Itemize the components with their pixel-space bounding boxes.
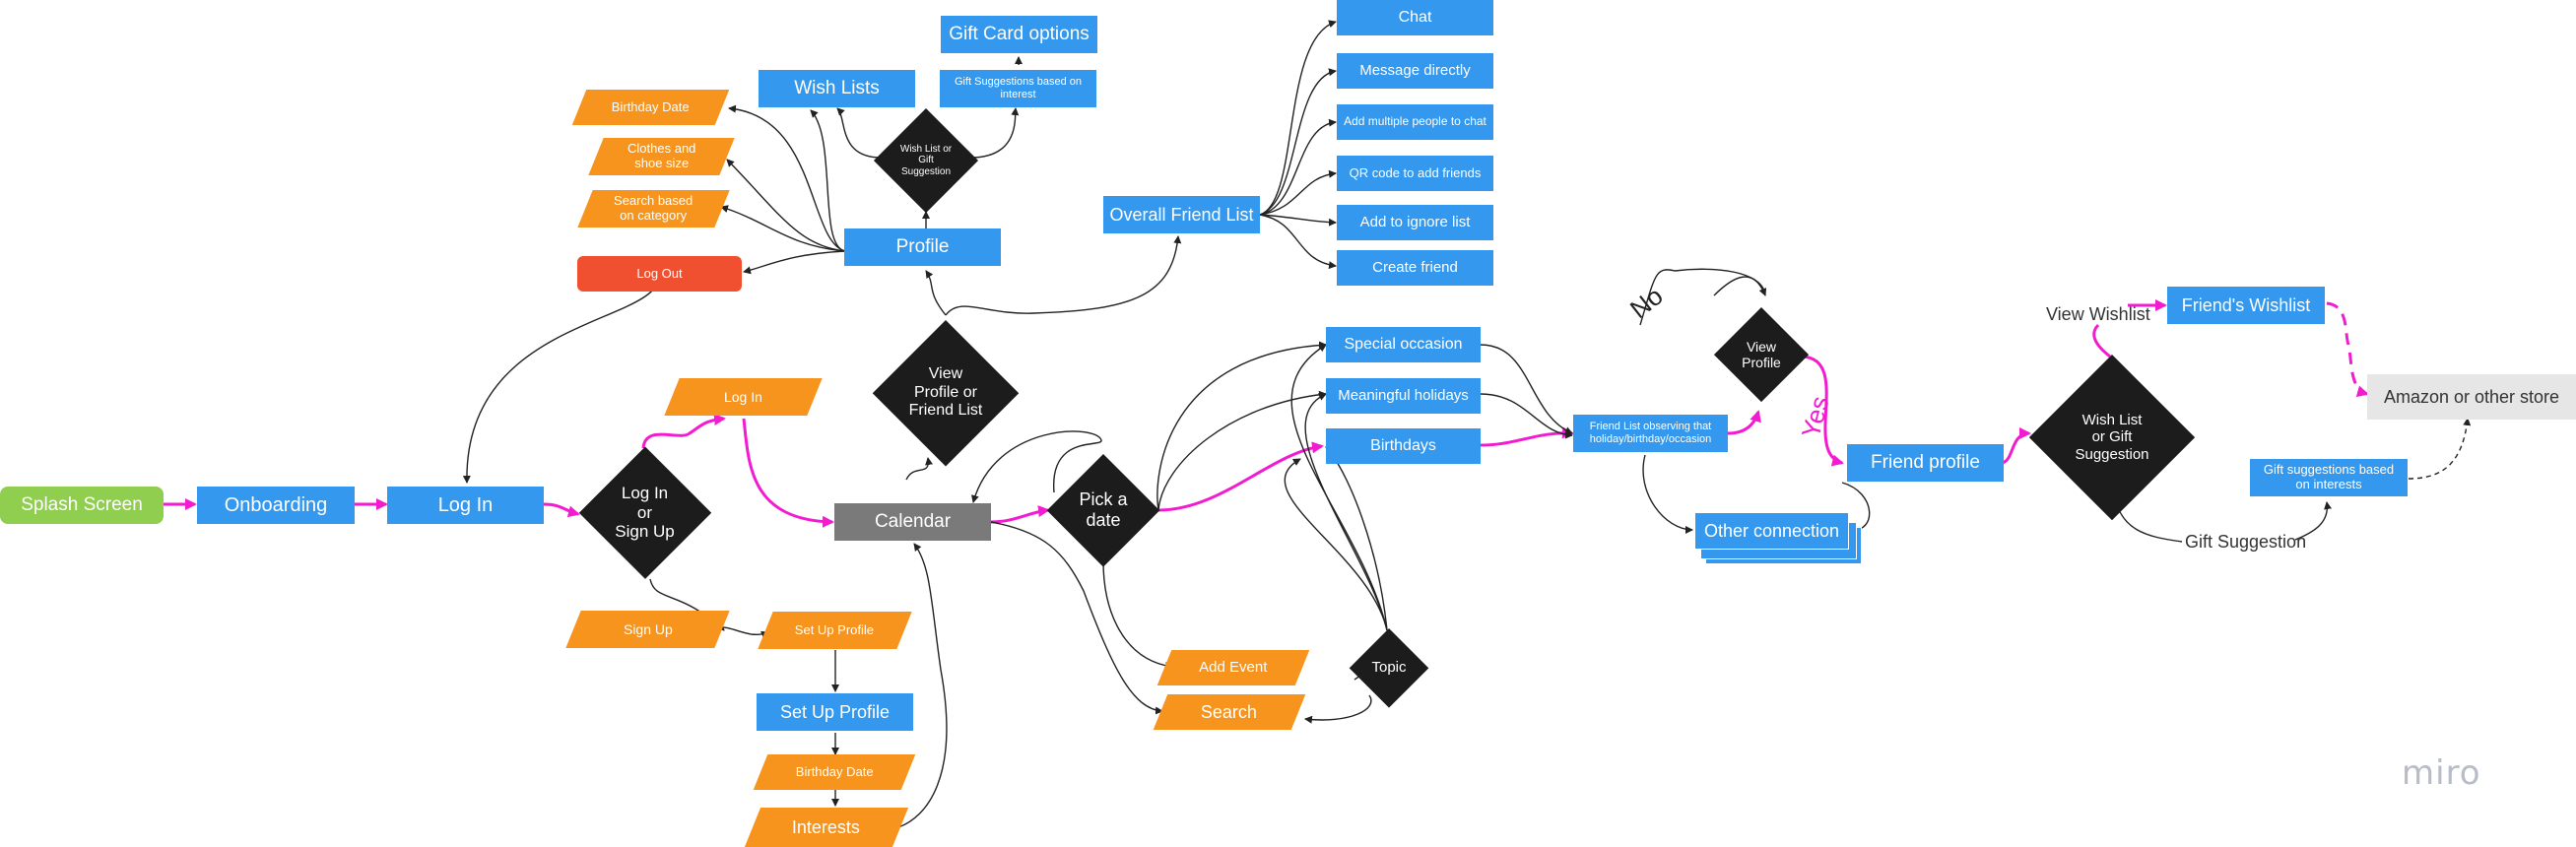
- birthdays-node[interactable]: Birthdays: [1326, 428, 1481, 464]
- meaningful-holidays-node[interactable]: Meaningful holidays: [1326, 378, 1481, 414]
- birthday-date-label-2: Birthday Date: [795, 763, 874, 779]
- login-or-signup-label: Log In or Sign Up: [615, 484, 675, 542]
- miro-logo: miro: [2402, 753, 2481, 793]
- message-directly-node[interactable]: Message directly: [1337, 53, 1493, 89]
- create-friend-node[interactable]: Create friend: [1337, 250, 1493, 286]
- edge-loginpara-calendar: [742, 418, 834, 528]
- view-wishlist-label: View Wishlist: [2046, 304, 2150, 324]
- setup-profile-node[interactable]: Set Up Profile: [757, 693, 913, 731]
- search-category-label: Search based on category: [614, 193, 694, 223]
- search-label: Search: [1201, 701, 1258, 722]
- edge-friendlist-viewprofile: [1727, 410, 1761, 435]
- topic-decision[interactable]: Topic: [1350, 628, 1428, 707]
- gift-suggestions-interests-node[interactable]: Gift suggestions based on interests: [2250, 459, 2408, 496]
- calendar-node[interactable]: Calendar: [834, 503, 991, 541]
- pick-a-date-label: Pick a date: [1079, 489, 1128, 530]
- birthday-date-node-2[interactable]: Birthday Date: [753, 754, 916, 790]
- birthday-date-label-1: Birthday Date: [612, 98, 690, 114]
- edge-birthdays-friendlist: [1480, 426, 1574, 447]
- other-connection-node[interactable]: Other connection: [1694, 512, 1849, 550]
- login-para-label: Log In: [724, 388, 762, 405]
- login-or-signup-decision[interactable]: Log In or Sign Up: [578, 446, 711, 579]
- amazon-store-node[interactable]: Amazon or other store: [2367, 374, 2576, 420]
- clothes-shoe-size-node[interactable]: Clothes and shoe size: [588, 138, 735, 175]
- friends-wishlist-node[interactable]: Friend's Wishlist: [2167, 287, 2325, 324]
- wish-list-or-gift-decision[interactable]: Wish List or Gift Suggestion: [874, 108, 978, 213]
- birthday-date-node-1[interactable]: Birthday Date: [571, 90, 730, 125]
- edge-wishdecision-viewwishlist: [2092, 323, 2111, 358]
- chat-node[interactable]: Chat: [1337, 0, 1493, 35]
- edge-login-decision: [543, 502, 580, 518]
- edge-friendswishlist-amazon: [2326, 301, 2369, 398]
- logout-node[interactable]: Log Out: [577, 256, 742, 292]
- friend-list-observing-node[interactable]: Friend List observing that holiday/birth…: [1573, 415, 1728, 452]
- view-profile-label: View Profile: [1742, 338, 1781, 370]
- login-para-node[interactable]: Log In: [664, 378, 823, 416]
- add-event-label: Add Event: [1199, 659, 1268, 677]
- friend-profile-node[interactable]: Friend profile: [1847, 444, 2004, 482]
- edge-pickdate-birthdays: [1157, 441, 1324, 512]
- wish-lists-node[interactable]: Wish Lists: [759, 70, 915, 107]
- setup-profile-para-node[interactable]: Set Up Profile: [758, 612, 912, 649]
- clothes-shoe-size-label: Clothes and shoe size: [627, 141, 696, 170]
- ignore-list-node[interactable]: Add to ignore list: [1337, 205, 1493, 240]
- onboarding-node[interactable]: Onboarding: [197, 487, 355, 524]
- setup-profile-para-label: Set Up Profile: [795, 621, 875, 637]
- edge-friendprofile-wishdecision: [2000, 427, 2031, 465]
- topic-label: Topic: [1371, 659, 1407, 677]
- special-occasion-node[interactable]: Special occasion: [1326, 327, 1481, 362]
- edge-viewprofile-friendprofile: [1802, 355, 1844, 467]
- add-multiple-node[interactable]: Add multiple people to chat: [1337, 104, 1493, 140]
- signup-label: Sign Up: [623, 620, 673, 637]
- interests-node[interactable]: Interests: [744, 808, 909, 847]
- view-profile-or-friend-list-label: View Profile or Friend List: [908, 365, 983, 420]
- add-event-node[interactable]: Add Event: [1156, 650, 1310, 685]
- gift-card-options-node[interactable]: Gift Card options: [941, 16, 1097, 53]
- login-node[interactable]: Log In: [387, 487, 544, 524]
- pick-a-date-decision[interactable]: Pick a date: [1047, 454, 1159, 566]
- gift-suggestions-interest-node[interactable]: Gift Suggestions based on interest: [940, 70, 1096, 107]
- edge-calendar-pickdate: [990, 505, 1050, 524]
- wish-list-or-gift-label-2: Wish List or Gift Suggestion: [2075, 412, 2149, 463]
- interests-label: Interests: [792, 816, 861, 837]
- signup-node[interactable]: Sign Up: [565, 611, 730, 648]
- splash-screen-node[interactable]: Splash Screen: [0, 487, 164, 524]
- view-profile-decision[interactable]: View Profile: [1714, 307, 1809, 402]
- profile-node[interactable]: Profile: [844, 228, 1001, 266]
- edge-decision-loginpara: [641, 414, 726, 449]
- search-node[interactable]: Search: [1153, 694, 1306, 730]
- qr-code-node[interactable]: QR code to add friends: [1337, 156, 1493, 191]
- overall-friend-list-node[interactable]: Overall Friend List: [1103, 196, 1260, 233]
- view-profile-or-friend-list-decision[interactable]: View Profile or Friend List: [873, 320, 1019, 466]
- search-category-node[interactable]: Search based on category: [577, 190, 730, 228]
- wish-list-or-gift-decision-2[interactable]: Wish List or Gift Suggestion: [2029, 355, 2195, 520]
- gift-suggestion-label: Gift Suggestion: [2185, 532, 2307, 552]
- wish-list-or-gift-label: Wish List or Gift Suggestion: [899, 143, 953, 177]
